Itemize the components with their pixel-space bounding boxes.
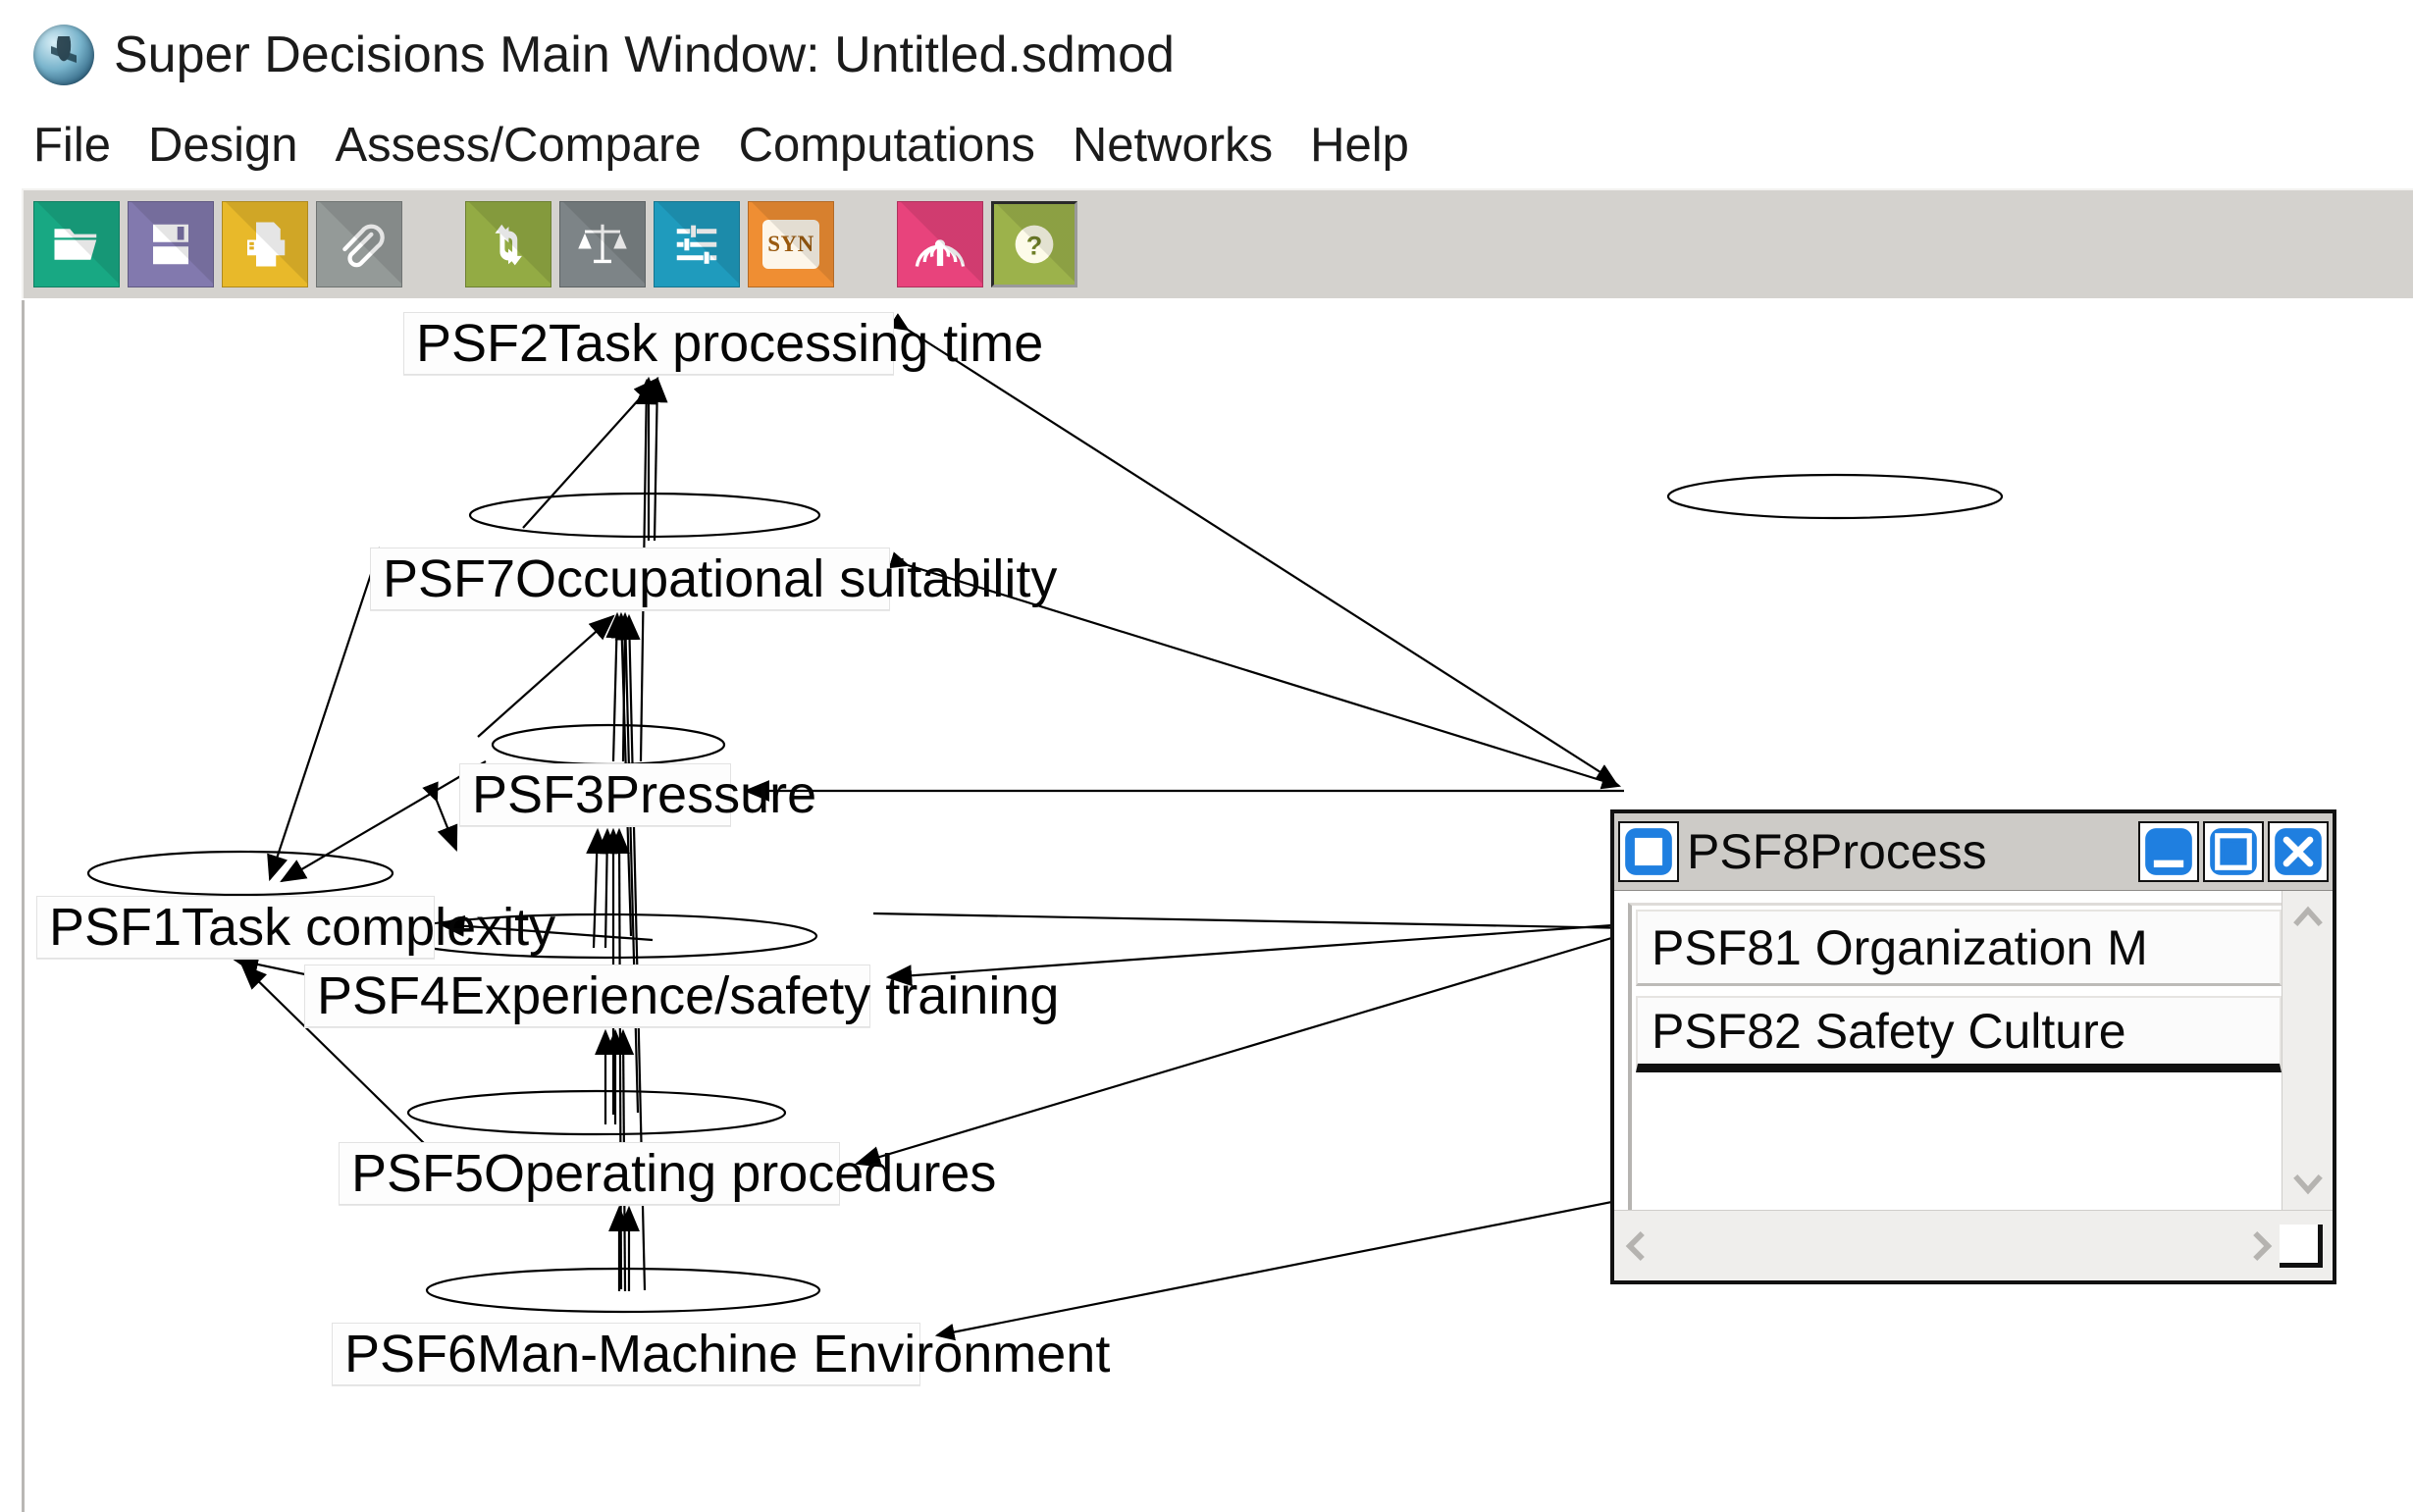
- broadcast-button[interactable]: [897, 201, 983, 287]
- synthesize-button[interactable]: SYN: [748, 201, 834, 287]
- menu-item-design[interactable]: Design: [147, 119, 298, 172]
- svg-text:?: ?: [1026, 231, 1043, 260]
- self-loop-psf5: [406, 1089, 787, 1136]
- chevron-right-icon[interactable]: [2248, 1228, 2274, 1264]
- node-psf2[interactable]: PSF2Task processing time: [403, 312, 1043, 375]
- menu-item-assess-compare[interactable]: Assess/Compare: [335, 119, 702, 172]
- list-item[interactable]: PSF82 Safety Culture: [1636, 996, 2282, 1072]
- self-loop-psf1: [86, 850, 394, 897]
- psf8-node-list[interactable]: PSF81 Organization M PSF82 Safety Cultur…: [1614, 891, 2282, 1210]
- toolbar-separator: [842, 201, 897, 287]
- open-folder-button[interactable]: [33, 201, 120, 287]
- vertical-scrollbar[interactable]: [2282, 891, 2333, 1210]
- save-button[interactable]: [128, 201, 214, 287]
- psf8-body: PSF81 Organization M PSF82 Safety Cultur…: [1614, 890, 2333, 1210]
- menu-item-networks[interactable]: Networks: [1072, 119, 1274, 172]
- window-titlebar: Super Decisions Main Window: Untitled.sd…: [0, 0, 2413, 110]
- self-loop-psf8: [1666, 473, 2004, 520]
- close-icon: [2275, 828, 2322, 875]
- compare-button[interactable]: [559, 201, 646, 287]
- psf8-title: PSF8Process: [1687, 824, 1987, 879]
- toolbar: SYN ?: [22, 188, 2413, 298]
- help-button[interactable]: ?: [991, 201, 1077, 287]
- globe-icon: [33, 25, 94, 85]
- horizontal-scrollbar[interactable]: [1614, 1210, 2333, 1280]
- paperclip-icon: [342, 224, 385, 268]
- close-button[interactable]: [2268, 821, 2329, 882]
- open-folder-icon: [54, 229, 97, 260]
- sync-button[interactable]: [465, 201, 551, 287]
- resize-grip[interactable]: [2280, 1224, 2323, 1268]
- balance-scales-icon: [578, 224, 627, 264]
- toolbar-separator: [410, 201, 465, 287]
- menu-item-help[interactable]: Help: [1310, 119, 1409, 172]
- synthesize-icon: SYN: [762, 220, 819, 269]
- chevron-down-icon[interactable]: [2291, 1171, 2325, 1196]
- print-icon: [247, 222, 286, 267]
- minimize-button[interactable]: [2138, 821, 2199, 882]
- self-loop-psf6: [425, 1267, 821, 1314]
- chevron-left-icon[interactable]: [1624, 1228, 1650, 1264]
- node-psf1[interactable]: PSF1Task complexity: [36, 896, 555, 959]
- save-floppy-icon: [153, 224, 188, 265]
- menu-bar: File Design Assess/Compare Computations …: [0, 110, 2413, 181]
- node-psf6[interactable]: PSF6Man-Machine Environment: [332, 1323, 1110, 1385]
- window-restore-icon[interactable]: [1618, 821, 1679, 882]
- help-icon: ?: [1015, 225, 1054, 264]
- window-title: Super Decisions Main Window: Untitled.sd…: [114, 26, 1175, 83]
- maximize-button[interactable]: [2203, 821, 2264, 882]
- minimize-icon: [2145, 828, 2192, 875]
- print-button[interactable]: [222, 201, 308, 287]
- chevron-up-icon[interactable]: [2291, 905, 2325, 930]
- psf8-titlebar[interactable]: PSF8Process: [1614, 813, 2333, 890]
- node-psf5[interactable]: PSF5Operating procedures: [339, 1142, 996, 1205]
- sync-arrows-icon: [495, 224, 522, 266]
- self-loop-psf3: [491, 723, 726, 766]
- maximize-icon: [2210, 828, 2257, 875]
- list-item[interactable]: PSF81 Organization M: [1636, 910, 2282, 986]
- window-restore-glyph: [1625, 828, 1672, 875]
- hscroll-end: [2248, 1224, 2323, 1268]
- broadcast-icon: [915, 239, 966, 267]
- psf8-list-inner: PSF81 Organization M PSF82 Safety Cultur…: [1628, 903, 2282, 1210]
- node-psf4[interactable]: PSF4Experience/safety training: [304, 965, 1059, 1027]
- attachment-button[interactable]: [316, 201, 402, 287]
- menu-item-computations[interactable]: Computations: [738, 119, 1035, 172]
- menu-item-file[interactable]: File: [33, 119, 111, 172]
- psf8-process-window[interactable]: PSF8Process PSF81 Organization M: [1610, 809, 2336, 1284]
- sliders-icon: [676, 225, 717, 264]
- sliders-button[interactable]: [654, 201, 740, 287]
- node-psf7[interactable]: PSF7Occupational suitability: [370, 547, 1057, 610]
- node-psf3[interactable]: PSF3Pressure: [459, 763, 816, 826]
